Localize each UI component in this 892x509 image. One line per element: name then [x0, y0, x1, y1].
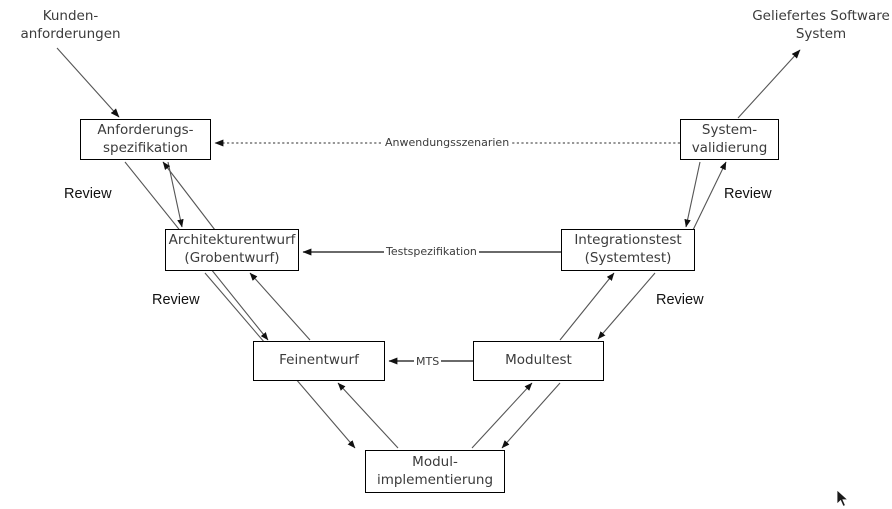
edge-feinentwurf-up-to-architekturentwurf: [249, 272, 311, 341]
node-feinentwurf[interactable]: Feinentwurf: [253, 341, 385, 381]
label-review-top-right: Review: [724, 186, 772, 202]
edge-integrationstest-down-to-modultest: [597, 272, 656, 340]
node-integrationstest[interactable]: Integrationstest (Systemtest): [561, 229, 695, 271]
label-review-mid-left: Review: [152, 292, 200, 308]
node-anforderungsspezifikation[interactable]: Anforderungs- spezifikation: [80, 119, 211, 160]
edge-modultest-down-to-modulimplementierung: [501, 382, 561, 449]
node-systemvalidierung[interactable]: System- validierung: [680, 119, 779, 160]
edge-feinentwurf-to-modulimplementierung: [167, 161, 184, 228]
edge-modulimplementierung-up-to-feinentwurf: [337, 382, 399, 449]
node-modultest[interactable]: Modultest: [473, 341, 604, 381]
label-review-top-left: Review: [64, 186, 112, 202]
edge-systemvalidierung-down-to-integrationstest: [684, 161, 701, 228]
label-geliefertes-software-system: Geliefertes Software System: [752, 8, 890, 42]
edge-modultest-to-integrationstest: [559, 272, 615, 341]
edge-architekturentwurf-up-to-anforderungsspezifikation: [162, 161, 216, 231]
edge-systemvalidierung-to-geliefertes-system: [737, 49, 801, 119]
edge-integrationstest-to-systemvalidierung: [692, 161, 727, 231]
label-kundenanforderungen: Kunden- anforderungen: [20, 8, 121, 42]
node-architekturentwurf[interactable]: Architekturentwurf (Grobentwurf): [165, 229, 299, 271]
label-mts: MTS: [414, 355, 442, 369]
edge-kundenanforderungen-to-anforderungsspezifikation: [56, 47, 120, 118]
mouse-cursor-icon: [836, 489, 849, 507]
label-anwendungsszenarien: Anwendungsszenarien: [383, 136, 512, 150]
edge-modulimplementierung-to-modultest: [471, 382, 533, 449]
label-review-mid-right: Review: [656, 292, 704, 308]
label-testspezifikation: Testspezifikation: [384, 245, 479, 259]
node-modulimplementierung[interactable]: Modul- implementierung: [365, 450, 505, 493]
